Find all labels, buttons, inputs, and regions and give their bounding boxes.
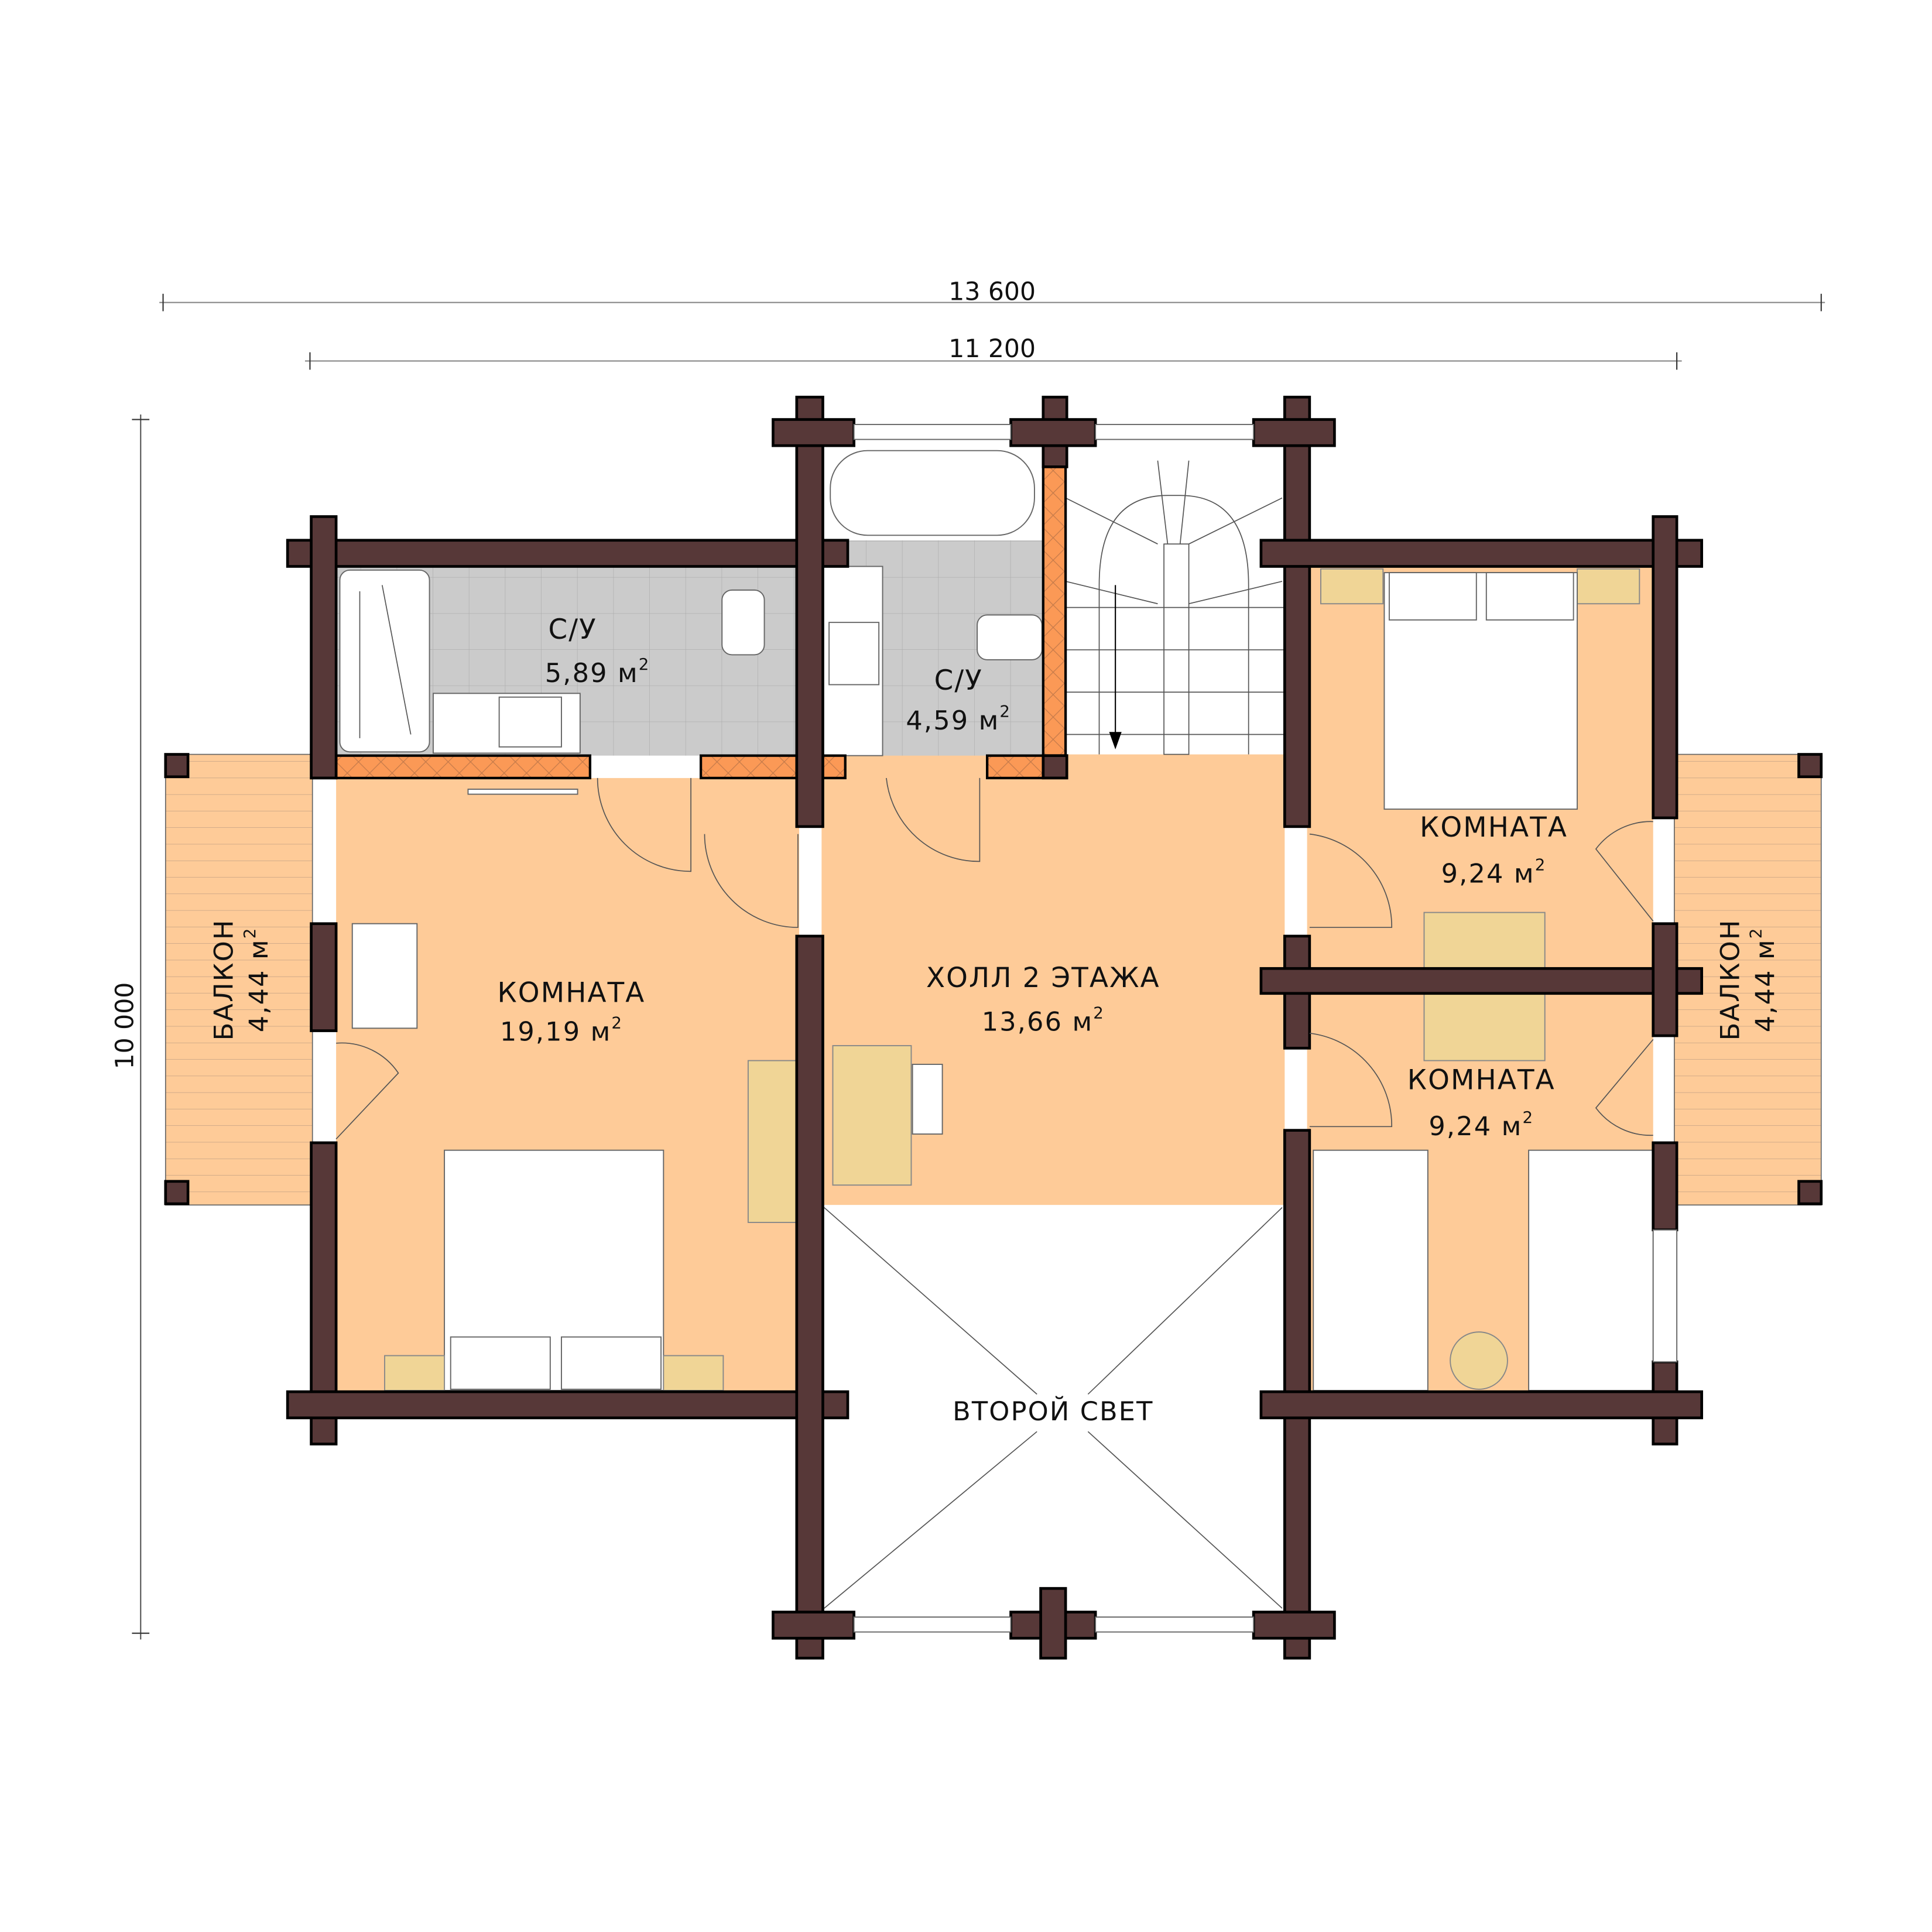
room-name: БАЛКОН xyxy=(209,919,239,1040)
desk-icon xyxy=(832,1045,912,1186)
pillow-icon xyxy=(1388,572,1477,621)
stair-direction-arrow-icon xyxy=(1109,732,1122,750)
partitions xyxy=(334,465,1067,780)
room-label-bathroom-1: С/У 5,89 м2 xyxy=(545,614,650,688)
pillow-icon xyxy=(1485,572,1574,621)
room-name: ХОЛЛ 2 ЭТАЖА xyxy=(926,962,1160,994)
room-label-room-right-bottom: КОМНАТА 9,24 м2 xyxy=(1407,1065,1556,1142)
room-area: 9,24 м2 xyxy=(1441,855,1547,889)
dimension-inner-width-label: 11 200 xyxy=(948,335,1036,364)
room-name: С/У xyxy=(548,614,597,646)
pillow-icon xyxy=(560,1336,662,1390)
second-light-label: ВТОРОЙ СВЕТ xyxy=(953,1396,1153,1427)
dimension-overall-depth-label: 10 000 xyxy=(111,982,140,1070)
chair-icon xyxy=(912,1064,943,1135)
sink-icon xyxy=(498,696,562,748)
bathtub-icon xyxy=(830,450,1035,536)
room-right-bottom-furniture xyxy=(1313,991,1654,1392)
dimension-overall-width-label: 13 600 xyxy=(948,278,1036,306)
room-right-top-furniture xyxy=(1320,568,1640,972)
room-area: 13,66 м2 xyxy=(982,1003,1105,1037)
windows xyxy=(853,424,1678,1633)
room-area: 19,19 м2 xyxy=(500,1013,623,1047)
nightstand-icon xyxy=(1320,568,1384,605)
dimension-overall-width: 13 600 xyxy=(159,278,1825,311)
room-label-balcony-right: БАЛКОН 4,44 м2 xyxy=(1715,919,1780,1040)
wardrobe-icon xyxy=(1423,912,1546,972)
room-area: 5,89 м2 xyxy=(545,655,650,688)
staircase xyxy=(1065,460,1285,755)
room-label-balcony-left: БАЛКОН 4,44 м2 xyxy=(209,919,275,1040)
room-name: КОМНАТА xyxy=(497,978,645,1009)
room-area: 4,44 м2 xyxy=(240,927,274,1033)
room-large-furniture xyxy=(351,789,797,1392)
room-name: КОМНАТА xyxy=(1407,1065,1556,1097)
dimension-inner-width: 11 200 xyxy=(304,335,1682,370)
room-label-room-large: КОМНАТА 19,19 м2 xyxy=(497,978,645,1047)
single-bed-icon xyxy=(1528,1149,1654,1392)
room-name: С/У xyxy=(934,665,983,697)
pillow-icon xyxy=(450,1336,551,1390)
room-area: 4,44 м2 xyxy=(1746,927,1780,1033)
wardrobe-icon xyxy=(1423,991,1546,1061)
room-label-hall: ХОЛЛ 2 ЭТАЖА 13,66 м2 xyxy=(926,962,1160,1037)
single-bed-icon xyxy=(1313,1149,1429,1392)
room-name: КОМНАТА xyxy=(1420,812,1568,844)
tv-icon xyxy=(467,789,578,795)
room-area: 9,24 м2 xyxy=(1429,1108,1534,1142)
bathroom-1-fixtures xyxy=(339,569,765,754)
toilet-icon xyxy=(721,589,765,656)
side-table-icon xyxy=(1450,1331,1508,1390)
log-walls xyxy=(164,395,1823,1660)
second-light-void xyxy=(821,1205,1285,1611)
wardrobe-icon xyxy=(747,1060,797,1223)
room-name: БАЛКОН xyxy=(1715,919,1745,1040)
nightstand-icon xyxy=(384,1355,446,1392)
dimension-overall-depth: 10 000 xyxy=(111,415,150,1640)
armchair-icon xyxy=(351,923,418,1029)
toilet-icon-2 xyxy=(977,614,1043,660)
hall-furniture xyxy=(832,1045,943,1186)
room-label-bathroom-2: С/У 4,59 м2 xyxy=(906,665,1011,736)
room-area: 4,59 м2 xyxy=(906,702,1011,736)
shower-tray xyxy=(339,569,430,753)
nightstand-icon xyxy=(1577,568,1640,605)
room-label-room-right-top: КОМНАТА 9,24 м2 xyxy=(1420,812,1568,889)
sink-icon-2 xyxy=(828,622,880,686)
doors xyxy=(335,777,1654,1140)
nightstand-icon xyxy=(663,1355,724,1392)
bathroom-2-fixtures xyxy=(821,450,1043,756)
